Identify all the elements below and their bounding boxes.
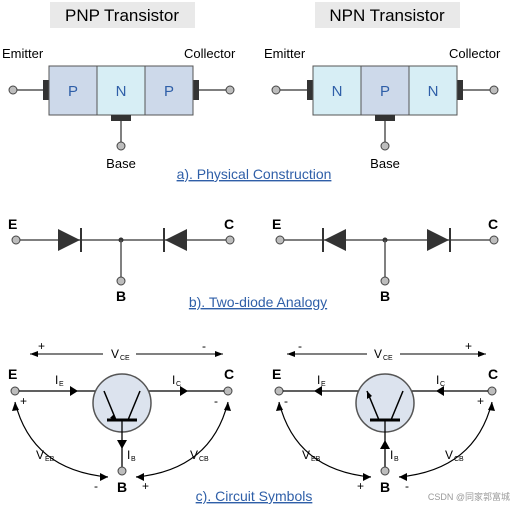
pnp-circuit-symbol: + V CE - E C I E I C I B B + - V bbox=[8, 339, 234, 495]
pnp-layer-p1 bbox=[48, 65, 98, 116]
pnp-ib-i: I bbox=[127, 448, 130, 462]
pnp-base-label: Base bbox=[106, 156, 136, 171]
npn-vcb-v: V bbox=[445, 448, 453, 462]
npn-vce-sub: CE bbox=[383, 355, 393, 362]
npn-title: NPN Transistor bbox=[329, 6, 445, 25]
pnp-diode-c-label: C bbox=[224, 216, 234, 232]
npn-ic-sub: C bbox=[440, 381, 445, 388]
pnp-ic-sub: C bbox=[176, 381, 181, 388]
npn-veb-sub: EB bbox=[311, 456, 321, 463]
pnp-symbol-c-label: C bbox=[224, 366, 234, 382]
npn-layer-3-text: N bbox=[428, 83, 439, 100]
npn-symbol-c-label: C bbox=[488, 366, 498, 382]
npn-ic-i: I bbox=[436, 373, 439, 387]
npn-collector-terminal bbox=[489, 85, 499, 95]
pnp-diode-1 bbox=[58, 229, 80, 251]
pnp-veb-v: V bbox=[36, 448, 44, 462]
pnp-collector-terminal bbox=[225, 85, 235, 95]
pnp-vce-sub: CE bbox=[120, 355, 130, 362]
pnp-title-bg bbox=[50, 2, 195, 28]
npn-ie-i: I bbox=[317, 373, 320, 387]
caption-physical-construction: a). Physical Construction bbox=[177, 166, 332, 182]
pnp-layer-1-text: P bbox=[68, 83, 78, 100]
pnp-ib-sub: B bbox=[131, 456, 136, 463]
npn-two-diode: E C B bbox=[272, 216, 499, 304]
npn-base-label: Base bbox=[370, 156, 400, 171]
npn-layer-n1 bbox=[312, 65, 362, 116]
npn-veb-v: V bbox=[302, 448, 310, 462]
pnp-symbol-e-label: E bbox=[8, 366, 17, 382]
npn-symbol-b-label: B bbox=[380, 479, 390, 495]
npn-diode-e-label: E bbox=[272, 216, 281, 232]
npn-layer-2-text: P bbox=[380, 83, 390, 100]
npn-physical: Emitter Collector N P N Base bbox=[264, 46, 501, 171]
npn-diode-2 bbox=[427, 229, 449, 251]
pnp-emitter-label: Emitter bbox=[2, 46, 44, 61]
pnp-ie-sub: E bbox=[59, 381, 64, 388]
pnp-layer-2-text: N bbox=[116, 83, 127, 100]
pnp-vce-plus: + bbox=[38, 339, 45, 353]
pnp-cb-plus: + bbox=[142, 479, 149, 493]
npn-vcb-sub: CB bbox=[454, 456, 464, 463]
npn-vce-v: V bbox=[374, 347, 382, 361]
pnp-base-terminal bbox=[116, 141, 126, 151]
npn-vce-plus: + bbox=[465, 339, 472, 353]
npn-title-bg bbox=[315, 2, 460, 28]
npn-diode-1 bbox=[324, 229, 346, 251]
caption-circuit-symbols: c). Circuit Symbols bbox=[196, 488, 313, 504]
pnp-two-diode: E C B bbox=[8, 216, 235, 304]
pnp-diode-b-label: B bbox=[116, 288, 126, 304]
pnp-collector-label: Collector bbox=[184, 46, 236, 61]
npn-eb-plus: + bbox=[357, 479, 364, 493]
npn-circuit-symbol: - V CE + E C I E I C I B B - + V bbox=[272, 339, 498, 495]
pnp-eb-minus: - bbox=[94, 479, 98, 493]
pnp-symbol-b-label: B bbox=[117, 479, 127, 495]
npn-eb-minus: - bbox=[284, 394, 288, 408]
npn-layer-1-text: N bbox=[332, 83, 343, 100]
npn-layer-p bbox=[360, 65, 410, 116]
npn-diode-c-label: C bbox=[488, 216, 498, 232]
pnp-vcb-sub: CB bbox=[199, 456, 209, 463]
npn-diode-b-label: B bbox=[380, 288, 390, 304]
pnp-title: PNP Transistor bbox=[65, 6, 179, 25]
npn-ib-i: I bbox=[390, 448, 393, 462]
npn-layer-n2 bbox=[408, 65, 458, 116]
watermark: CSDN @同家郭富城 bbox=[428, 491, 510, 502]
npn-ib-sub: B bbox=[394, 456, 399, 463]
npn-collector-label: Collector bbox=[449, 46, 501, 61]
pnp-layer-3-text: P bbox=[164, 83, 174, 100]
npn-base-terminal bbox=[380, 141, 390, 151]
pnp-eb-plus: + bbox=[20, 394, 27, 408]
pnp-layer-p2 bbox=[144, 65, 194, 116]
pnp-ie-i: I bbox=[55, 373, 58, 387]
pnp-diode-e-label: E bbox=[8, 216, 17, 232]
npn-ie-sub: E bbox=[321, 381, 326, 388]
pnp-vcb-v: V bbox=[190, 448, 198, 462]
pnp-emitter-terminal bbox=[8, 85, 18, 95]
npn-cb-plus: + bbox=[477, 394, 484, 408]
npn-symbol-e-label: E bbox=[272, 366, 281, 382]
pnp-cb-minus: - bbox=[214, 394, 218, 408]
npn-cb-minus: - bbox=[405, 479, 409, 493]
npn-emitter-label: Emitter bbox=[264, 46, 306, 61]
pnp-vce-minus: - bbox=[202, 339, 206, 353]
pnp-ic-i: I bbox=[172, 373, 175, 387]
pnp-vce-v: V bbox=[111, 347, 119, 361]
pnp-diode-2 bbox=[165, 229, 187, 251]
pnp-veb-sub: EB bbox=[45, 456, 55, 463]
npn-emitter-terminal bbox=[271, 85, 281, 95]
npn-vce-minus: - bbox=[298, 339, 302, 353]
caption-two-diode-analogy: b). Two-diode Analogy bbox=[189, 294, 327, 310]
pnp-physical: Emitter Collector P N P Base bbox=[2, 46, 236, 171]
